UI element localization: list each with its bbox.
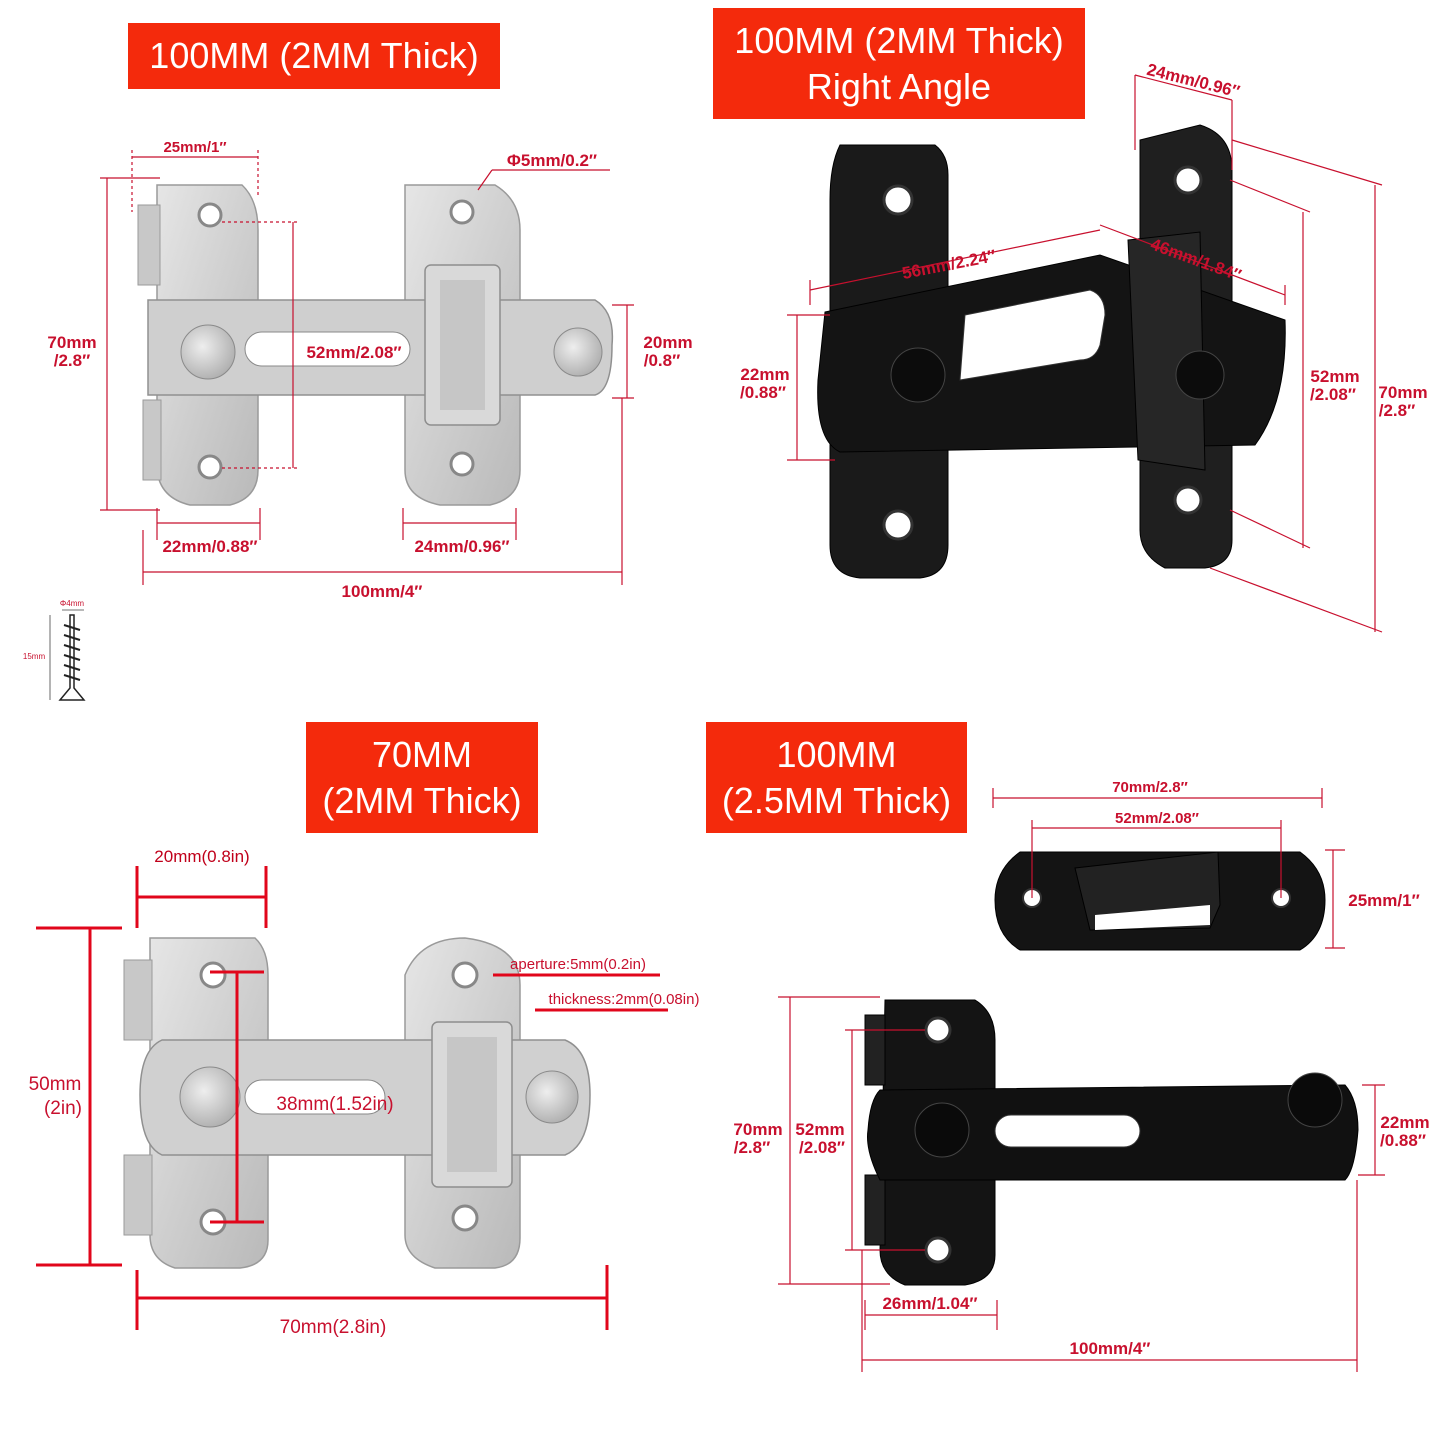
banner-line: (2.5MM Thick): [721, 779, 952, 821]
dim-height-inch: /2.8″: [1379, 401, 1416, 420]
banner-line: (2MM Thick): [322, 779, 522, 821]
catch-plate-black: [994, 851, 1326, 951]
dim-hole-spacing: 52mm: [1310, 367, 1359, 386]
dim-height-inch: (2in): [44, 1098, 82, 1119]
banner-line: 100MM (2MM Thick): [149, 35, 479, 76]
dim-hole-spacing: 38mm(1.52in): [276, 1094, 393, 1115]
dim-hole-spacing-inch: /2.08″: [1310, 385, 1356, 404]
latch-black-right-angle: [817, 124, 1286, 579]
banner-70mm: 70MM (2MM Thick): [306, 722, 538, 833]
banner-line: 100MM: [776, 733, 897, 775]
screw-icon: [49, 609, 86, 701]
dim-total-length: 100mm/4″: [342, 582, 423, 601]
latch-steel-100mm: [137, 184, 614, 506]
dim-plate-width: 26mm/1.04″: [882, 1294, 977, 1313]
dim-catch-hole-spacing: 52mm/2.08″: [1115, 810, 1199, 827]
dim-left-plate: 22mm/0.88″: [162, 537, 257, 556]
dim-bar-width: 22mm: [1380, 1113, 1429, 1132]
banner-line: Right Angle: [806, 65, 992, 107]
dim-height: 70mm: [47, 333, 96, 352]
screw-length: 15mm: [23, 652, 46, 661]
dim-plate-width: 25mm/1″: [163, 139, 226, 156]
dim-hole-spacing-inch: /2.08″: [799, 1138, 845, 1157]
dim-plate-width: 20mm(0.8in): [154, 847, 249, 866]
dim-bar-width-inch: /0.88″: [1380, 1131, 1426, 1150]
dim-bar-width: 20mm: [643, 333, 692, 352]
dim-height: 50mm: [29, 1074, 82, 1095]
dim-thickness: thickness:2mm(0.08in): [549, 991, 700, 1008]
dim-hole-spacing: 52mm: [795, 1120, 844, 1139]
dim-hole-diameter: Φ5mm/0.2″: [507, 151, 597, 170]
dim-aperture: aperture:5mm(0.2in): [510, 956, 646, 973]
screw-diameter: Φ4mm: [60, 599, 84, 608]
dim-height: 70mm: [1378, 383, 1427, 402]
banner-100mm: 100MM (2MM Thick): [128, 23, 500, 89]
dim-top-width: 24mm/0.96″: [1145, 60, 1242, 101]
dim-height-inch: /2.8″: [54, 351, 91, 370]
dim-catch-height: 25mm/1″: [1348, 891, 1419, 910]
banner-line: 70MM: [371, 733, 473, 775]
dim-right-plate: 24mm/0.96″: [414, 537, 509, 556]
dim-height-inch: /2.8″: [734, 1138, 771, 1157]
banner-100mm-thick: 100MM (2.5MM Thick): [706, 722, 967, 833]
dim-total-length: 70mm(2.8in): [280, 1317, 387, 1338]
dim-bar-width: 22mm: [740, 365, 789, 384]
dim-bar-width-inch: /0.88″: [740, 383, 786, 402]
banner-line: 100MM (2MM Thick): [734, 19, 1064, 61]
dim-hole-spacing: 52mm/2.08″: [306, 343, 401, 362]
latch-steel-70mm: [123, 937, 591, 1269]
dim-total-length: 100mm/4″: [1070, 1339, 1151, 1358]
dim-height: 70mm: [733, 1120, 782, 1139]
dim-bar-width-inch: /0.8″: [644, 351, 681, 370]
dim-catch-length: 70mm/2.8″: [1112, 779, 1188, 796]
banner-right-angle: 100MM (2MM Thick) Right Angle: [713, 8, 1085, 119]
latch-black-100mm: [864, 999, 1359, 1286]
